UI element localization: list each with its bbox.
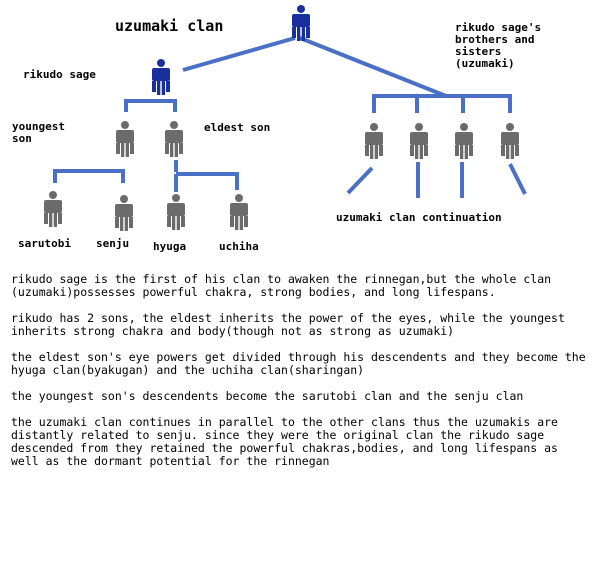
connector-line [53,169,125,183]
connector-line [346,166,374,195]
connector-line [176,172,239,190]
youngest-son-figure-icon [116,121,134,157]
label-senju: senju [96,237,130,250]
diagram-title: uzumaki clan [115,17,224,35]
hyuga-figure-icon [167,194,185,230]
label-uchiha: uchiha [219,240,259,253]
label-rikudo-sage: rikudo sage [23,68,96,81]
label-siblings: rikudo sage's brothers and sisters (uzum… [455,21,542,70]
connector-line [372,94,512,113]
paragraph: the eldest son's eye powers get divided … [11,350,586,377]
label-youngest-son: youngest son [12,120,65,145]
label-eldest-son: eldest son [204,121,271,134]
explanation-text: rikudo sage is the first of his clan to … [11,273,591,481]
sibling-figure-icon [365,123,383,159]
paragraph: the youngest son's descendents become th… [11,389,524,403]
connector-line [182,36,296,72]
eldest-son-figure-icon [165,121,183,157]
label-continuation: uzumaki clan continuation [336,211,502,224]
senju-figure-icon [115,195,133,231]
connector-line [299,36,447,98]
sibling-figure-icon [410,123,428,159]
paragraph: rikudo sage is the first of his clan to … [11,272,552,299]
sarutobi-figure-icon [44,191,62,227]
paragraph: rikudo has 2 sons, the eldest inherits t… [11,311,565,338]
label-sarutobi: sarutobi [18,237,71,250]
rikudo-sage-figure-icon [152,59,170,95]
label-hyuga: hyuga [153,240,187,253]
sibling-figure-icon [455,123,473,159]
sibling-figure-icon [501,123,519,159]
uchiha-figure-icon [230,194,248,230]
connector-line [508,163,527,195]
paragraph: the uzumaki clan continues in parallel t… [11,415,558,468]
ancestor-figure-icon [292,5,310,41]
connector-line [124,99,177,112]
clan-tree-diagram [44,5,527,231]
